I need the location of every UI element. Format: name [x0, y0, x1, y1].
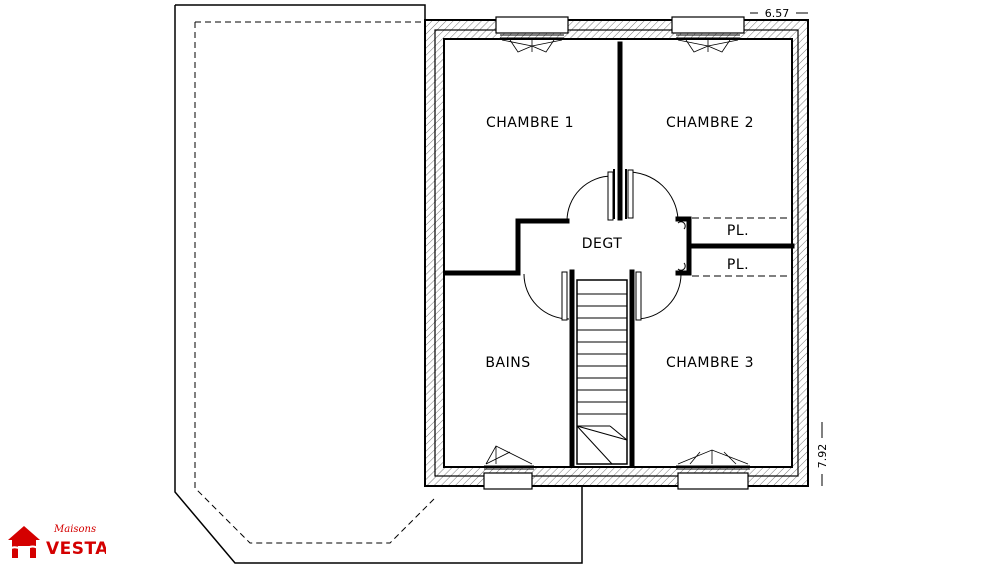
- door-chambre2: [627, 171, 679, 220]
- logo-brand-text: VESTA: [46, 539, 106, 559]
- roof-dashed-outline: [194, 21, 437, 544]
- room-label-placard-bottom: PL.: [727, 257, 749, 273]
- room-label-bains: BAINS: [485, 355, 530, 371]
- room-label-degt: DEGT: [582, 236, 623, 252]
- dimension-width-label: 6.57: [765, 7, 790, 20]
- room-label-chambre-1: CHAMBRE 1: [486, 115, 574, 131]
- dimension-depth-label: 7.92: [816, 444, 829, 469]
- room-label-chambre-3: CHAMBRE 3: [666, 355, 754, 371]
- exterior-wall-inner-edge: [434, 29, 799, 477]
- door-chambre1: [566, 175, 613, 222]
- window-bottom-left: [483, 445, 534, 490]
- room-label-chambre-2: CHAMBRE 2: [666, 115, 754, 131]
- placard-outlines: [692, 217, 792, 277]
- door-chambre3: [635, 273, 682, 320]
- door-bains: [523, 273, 570, 320]
- maisons-vesta-logo: Maisons VESTA: [8, 524, 106, 559]
- staircase: [576, 279, 628, 465]
- dimension-lines: [750, 12, 823, 486]
- exterior-wall: [425, 20, 808, 486]
- window-top-right: [671, 16, 745, 53]
- window-top-left: [495, 16, 569, 53]
- interior-walls: [443, 41, 795, 467]
- interior-wall-face: [443, 38, 793, 468]
- window-bottom-right: [676, 449, 750, 490]
- roof-outline: [174, 4, 583, 564]
- exterior-wall-outer-edge: [424, 19, 809, 487]
- logo-script-text: Maisons: [53, 524, 96, 535]
- door-swings: [523, 169, 686, 321]
- room-label-placard-top: PL.: [727, 223, 749, 239]
- house-icon: [8, 526, 40, 558]
